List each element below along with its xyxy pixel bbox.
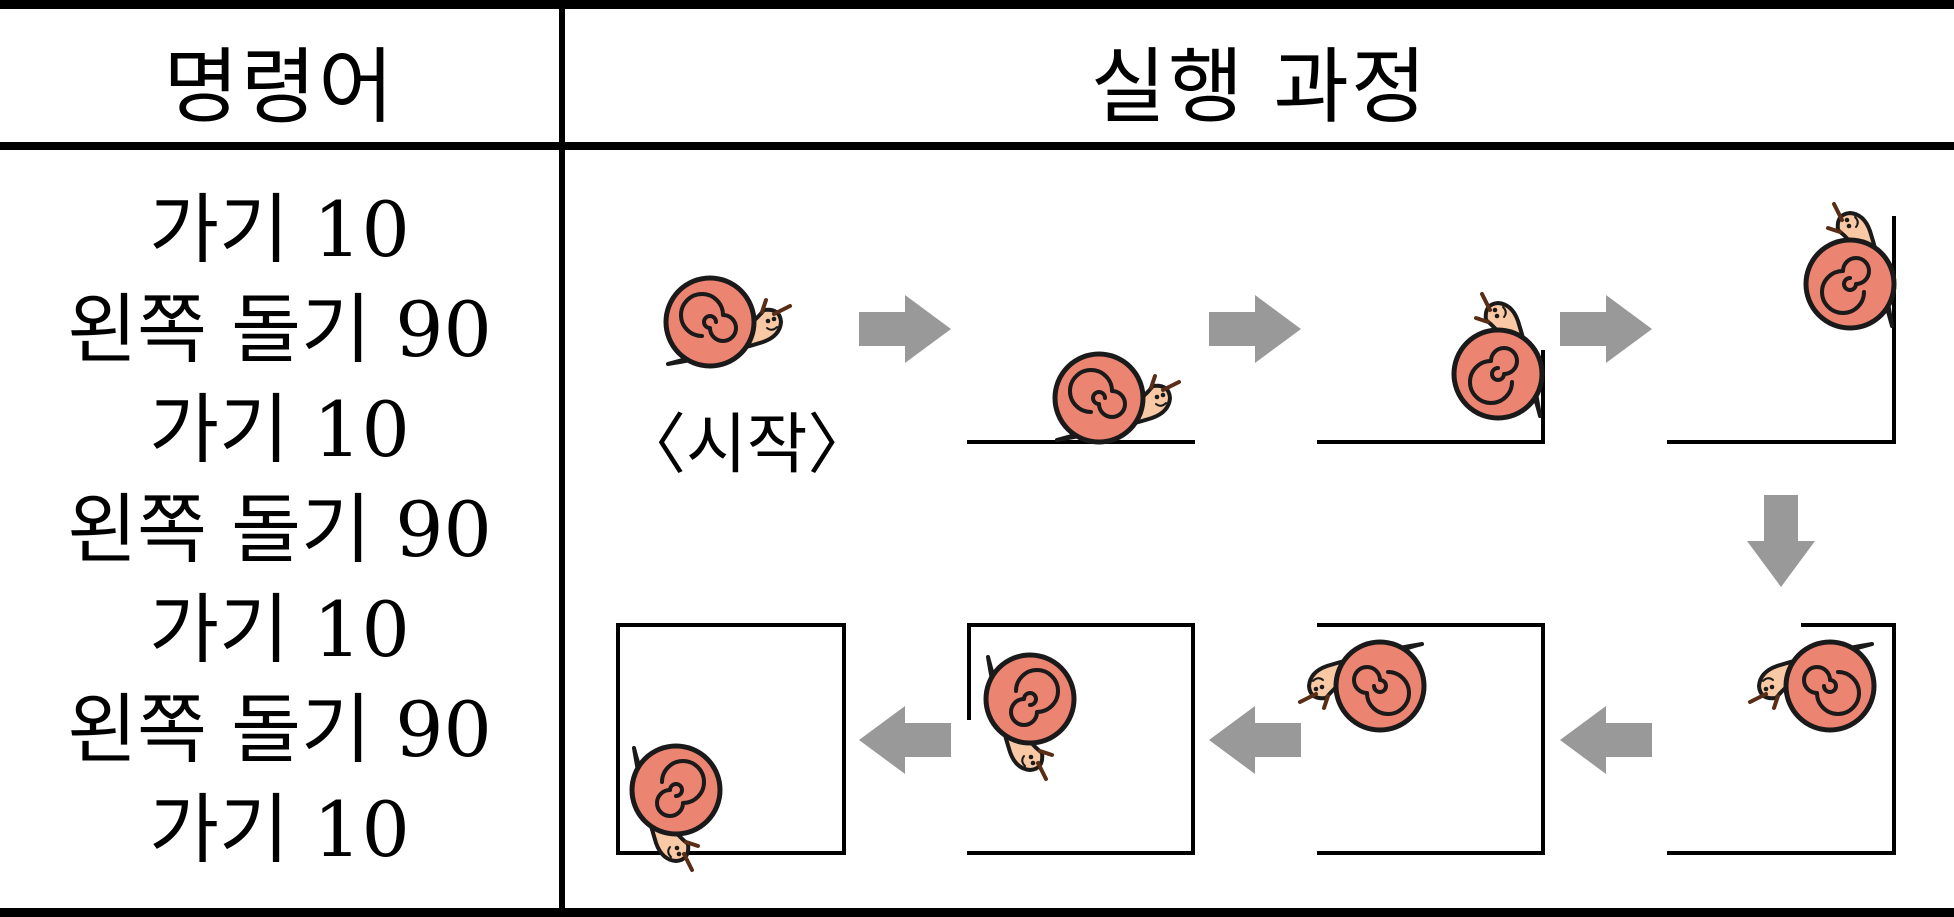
- column-divider: [559, 0, 565, 917]
- step-6-path: [1317, 623, 1545, 855]
- arrow-icon-1: [859, 295, 951, 363]
- snail-icon-step-2: [1055, 354, 1179, 442]
- command-4: 왼쪽 돌기 90: [67, 485, 492, 574]
- arrow-icon-2: [1209, 295, 1301, 363]
- step-7-path: [967, 623, 1195, 855]
- table-top-border: [0, 0, 1954, 9]
- snail-icon-step-7: [986, 655, 1074, 779]
- arrow-icon-5: [1560, 706, 1652, 774]
- command-7: 가기 10: [149, 785, 410, 874]
- command-2: 왼쪽 돌기 90: [67, 285, 492, 374]
- snail-icon-start: [666, 278, 790, 366]
- arrow-icon-6: [1209, 706, 1301, 774]
- command-list: 가기 10 왼쪽 돌기 90 가기 10 왼쪽 돌기 90 가기 10 왼쪽 돌…: [0, 180, 559, 880]
- snail-icon-step-3: [1454, 294, 1542, 418]
- step-5-path: [1667, 623, 1896, 855]
- step-8-path: [616, 623, 846, 855]
- arrow-icon-3: [1560, 295, 1652, 363]
- snail-icon-step-6: [1300, 642, 1424, 730]
- table-bottom-border: [0, 908, 1954, 917]
- header-commands: 명령어: [163, 39, 396, 135]
- command-6: 왼쪽 돌기 90: [67, 685, 492, 774]
- command-1: 가기 10: [149, 185, 410, 274]
- arrow-icon-7: [859, 706, 951, 774]
- start-label: 〈시작〉: [620, 406, 874, 483]
- snail-icon-step-4: [1806, 204, 1894, 328]
- header-process: 실행 과정: [1090, 39, 1429, 135]
- arrow-icon-4: [1747, 495, 1815, 587]
- header-divider: [0, 142, 1954, 150]
- command-5: 가기 10: [149, 585, 410, 674]
- snail-icon-step-5: [1750, 642, 1874, 730]
- command-3: 가기 10: [149, 385, 410, 474]
